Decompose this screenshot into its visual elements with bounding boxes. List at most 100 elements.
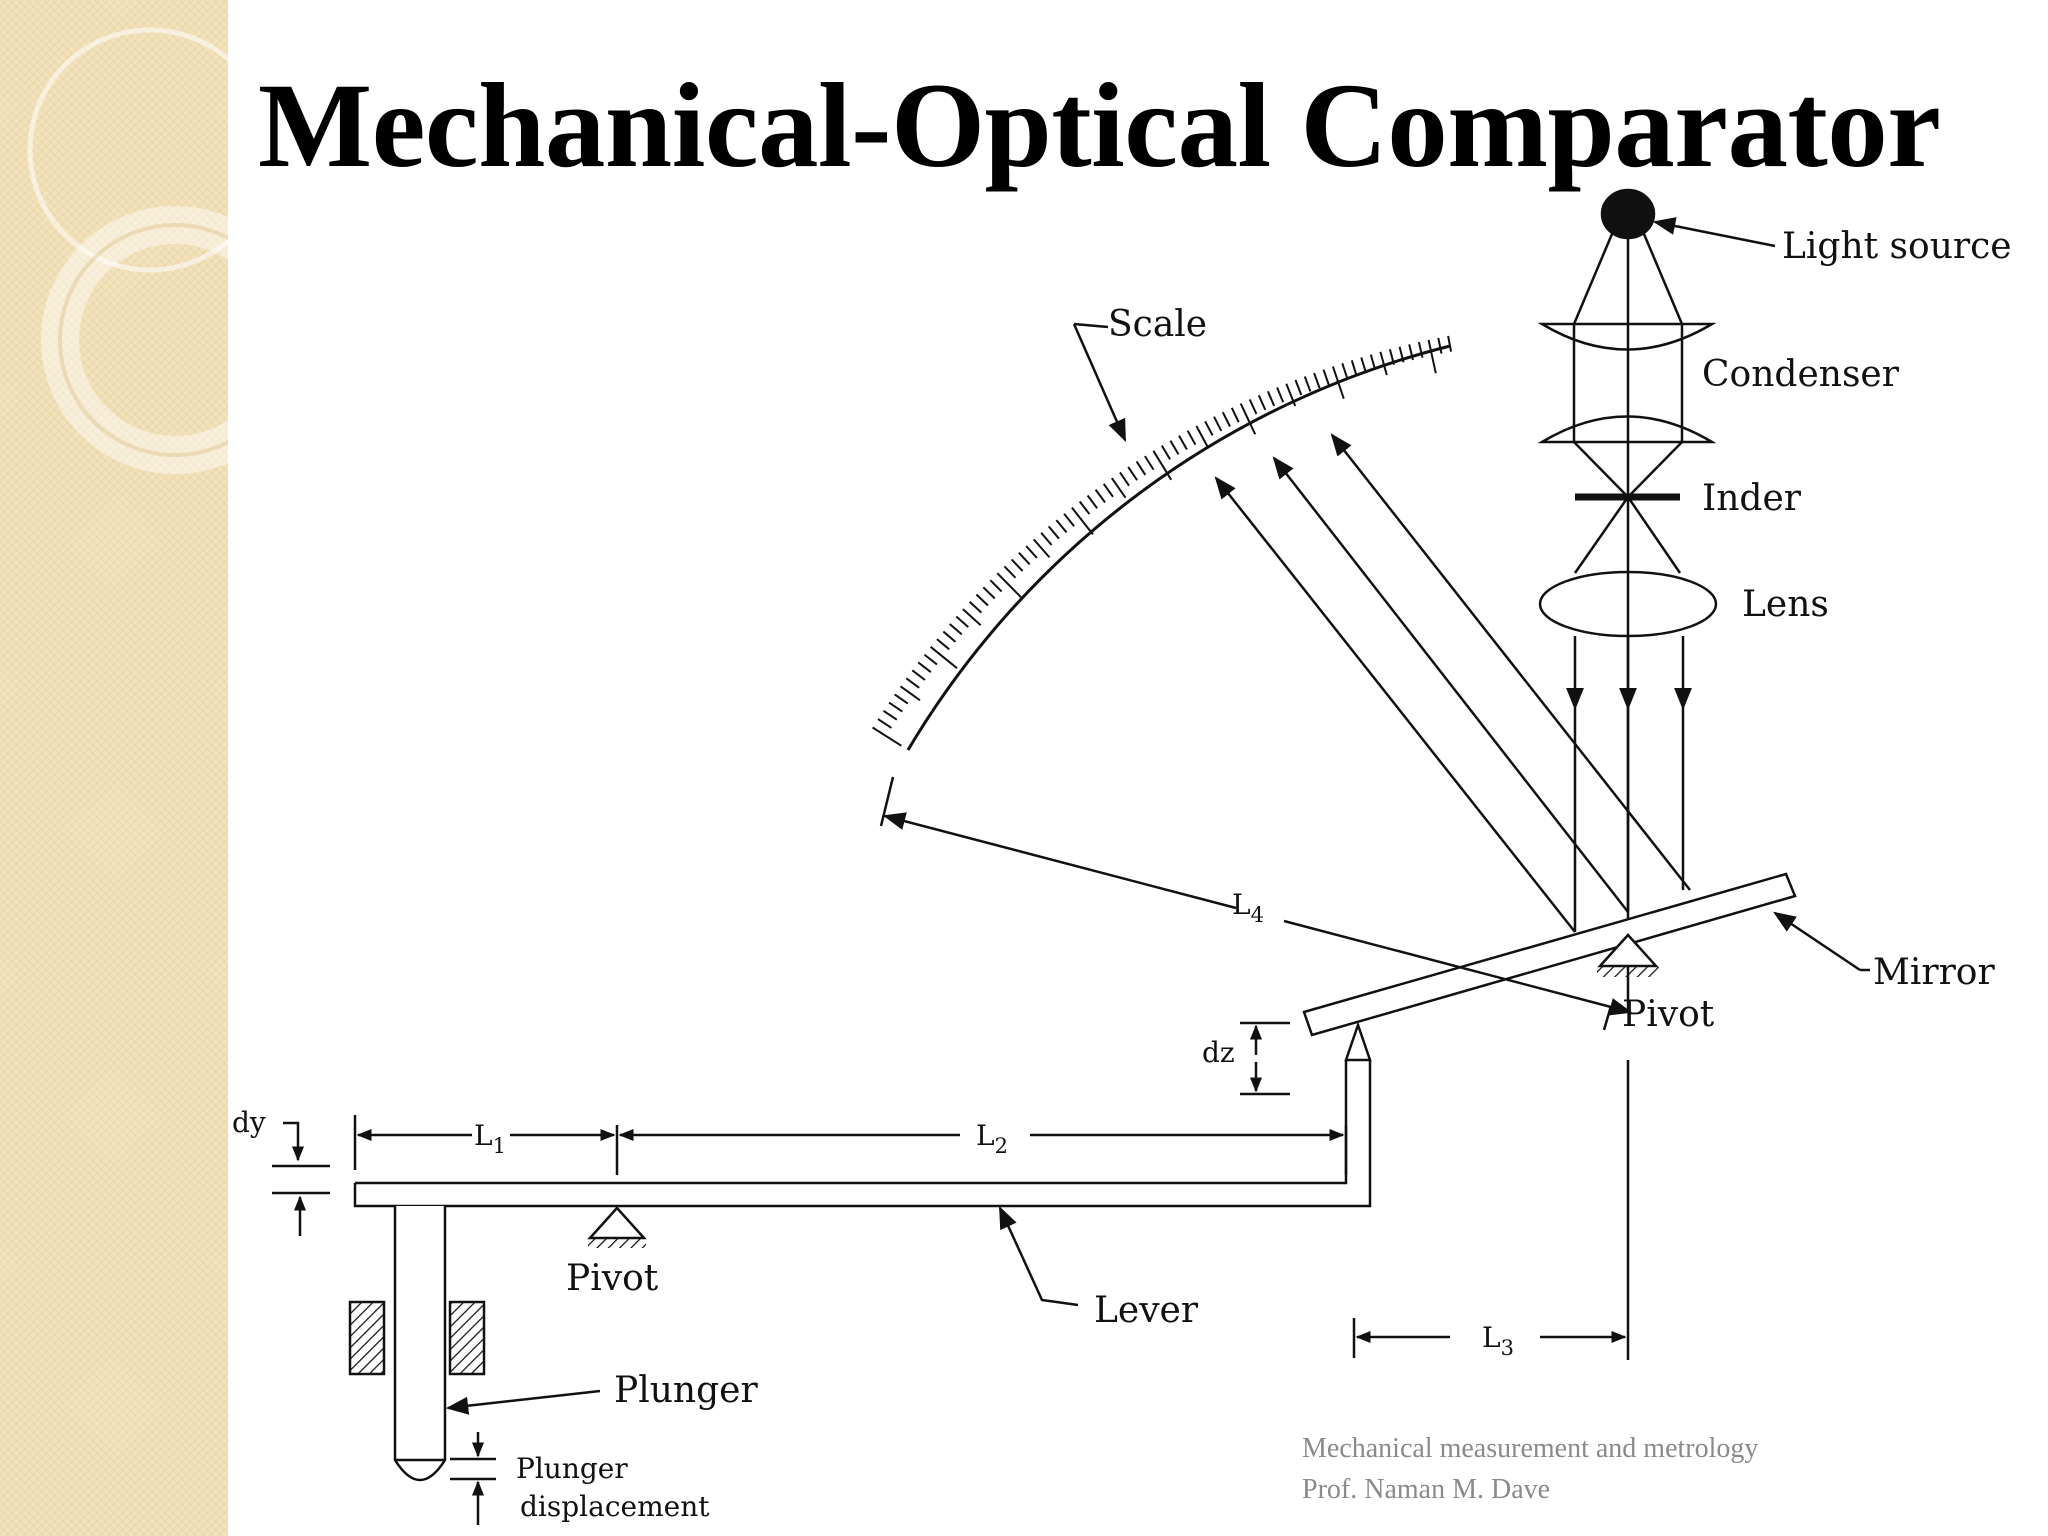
mirror — [1302, 872, 1797, 1037]
condenser-label: Condenser — [1702, 354, 1900, 395]
scale-ticks — [872, 335, 1453, 747]
scale-tick — [1152, 450, 1173, 481]
scale-tick — [894, 693, 909, 705]
scale-tick — [1071, 506, 1094, 536]
scale-tick — [1303, 376, 1312, 392]
dz-label: dz — [1202, 1036, 1235, 1069]
L3-label: L3 — [1482, 1321, 1514, 1360]
scale-tick — [955, 615, 969, 628]
scale-tick — [911, 669, 926, 681]
scale-tick — [968, 601, 983, 614]
scale-tick — [1086, 494, 1098, 509]
plunger-label: Plunger — [614, 1370, 758, 1411]
scale-tick — [1119, 471, 1130, 487]
scale-tick — [1257, 394, 1267, 411]
slide-credits: Mechanical measurement and metrology Pro… — [1302, 1428, 1758, 1510]
scale-tick — [1331, 366, 1345, 400]
scale-tick — [1239, 403, 1257, 435]
slide-title: Mechanical-Optical Comparator — [258, 59, 1941, 193]
scale-tick — [936, 638, 950, 651]
scale-tick — [882, 709, 898, 721]
credits-line-course: Mechanical measurement and metrology — [1302, 1433, 1759, 1464]
plunger — [393, 1206, 447, 1482]
scale-tick — [1204, 420, 1214, 436]
scale-tick — [872, 726, 902, 747]
scale-tick — [1040, 532, 1053, 546]
light-source-label: Light source — [1782, 226, 2012, 267]
scale-tick — [1135, 460, 1147, 476]
scale-tick — [877, 718, 892, 729]
scale-tick — [1369, 354, 1377, 371]
L2-label: L2 — [976, 1119, 1008, 1158]
scale-tick — [1047, 525, 1060, 540]
scale-tick — [1388, 349, 1395, 365]
lever-label: Lever — [1094, 1290, 1199, 1331]
scale-tick — [975, 593, 989, 607]
mirror-pivot-label: Pivot — [1622, 994, 1715, 1035]
scale-tick — [1447, 335, 1453, 352]
scale-tick — [1195, 425, 1209, 448]
dy-label: dy — [232, 1106, 266, 1139]
scale-tick — [1063, 513, 1075, 527]
scale-tick — [1341, 362, 1349, 379]
scale-tick — [905, 677, 920, 689]
scale-tick — [1408, 344, 1414, 361]
scale-tick — [1169, 440, 1180, 455]
scale-tick — [929, 646, 958, 669]
scale-tick — [1018, 552, 1031, 566]
scale-tick — [1285, 383, 1297, 407]
condenser-lower-lens — [1537, 415, 1717, 444]
guide-block-right — [448, 1300, 486, 1376]
scale-tick — [1437, 337, 1443, 354]
scale-tick — [1010, 558, 1024, 572]
scale-arc — [906, 344, 1451, 751]
guide-block-left — [348, 1300, 386, 1376]
scale-tick — [1322, 369, 1330, 386]
light-source-icon — [1600, 188, 1656, 240]
scale-tick — [1379, 351, 1388, 376]
scale-tick — [1078, 500, 1091, 515]
lens-label: Lens — [1742, 584, 1829, 625]
mirror-label: Mirror — [1873, 952, 1995, 993]
scale-tick — [1417, 341, 1424, 358]
scale-tick — [917, 661, 932, 673]
plunger-displacement-label-2: displacement — [520, 1490, 710, 1523]
scale-tick — [1186, 430, 1197, 446]
scale-tick — [1102, 483, 1114, 498]
scale-tick — [1350, 360, 1358, 376]
scale-tick — [949, 623, 963, 636]
plunger-displacement-label-1: Plunger — [516, 1452, 628, 1485]
scale-tick — [1276, 387, 1285, 403]
scale-tick — [1094, 489, 1106, 504]
scale-tick — [1144, 455, 1155, 471]
scale-tick — [1003, 565, 1017, 579]
scale-tick — [1110, 477, 1127, 499]
scale-tick — [996, 572, 1022, 599]
mirror-pivot-icon — [1597, 933, 1659, 968]
scale-tick — [1398, 346, 1405, 363]
scale-tick — [1221, 411, 1231, 427]
scale-tick — [982, 586, 996, 600]
scale-tick — [1294, 379, 1303, 396]
scale-tick — [1032, 538, 1051, 559]
scale-tick — [1055, 519, 1068, 534]
lever-pivot-label: Pivot — [566, 1258, 659, 1299]
scale-tick — [962, 608, 982, 626]
lever-pivot-icon — [587, 1206, 647, 1240]
decorative-rings — [27, 27, 228, 474]
scale-tick — [1160, 445, 1171, 460]
lever-tip — [1344, 1021, 1372, 1062]
scale-tick — [1427, 339, 1437, 374]
scale-tick — [989, 579, 1003, 593]
scale-tick — [1360, 357, 1367, 373]
condenser-upper-lens — [1537, 322, 1717, 351]
scale-tick — [1313, 372, 1321, 389]
scale-tick — [942, 630, 957, 643]
scale-tick — [1266, 390, 1276, 407]
scale-label: Scale — [1108, 304, 1207, 345]
scale-tick — [1230, 407, 1240, 423]
sidebar-decoration — [0, 0, 228, 1536]
scale-tick — [899, 685, 921, 702]
scale-tick — [1127, 466, 1138, 481]
